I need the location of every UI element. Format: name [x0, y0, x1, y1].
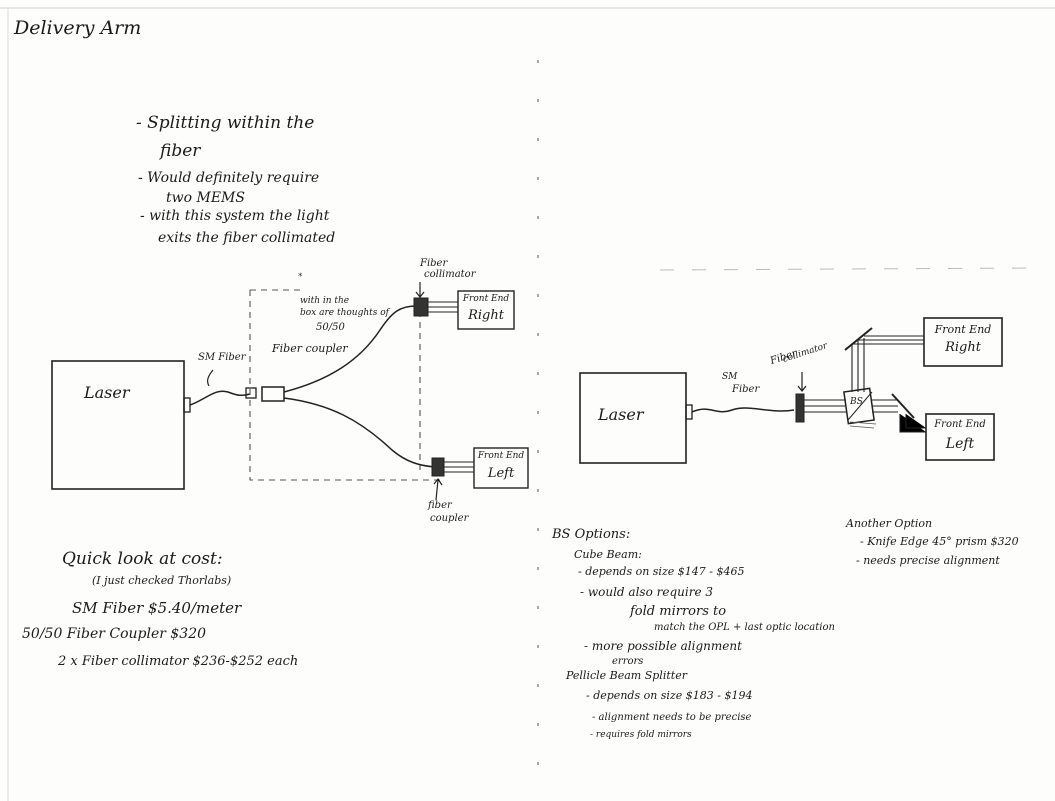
cost-heading: Quick look at cost:	[62, 550, 223, 570]
right-fe-right-line-1: Front End	[924, 324, 1002, 336]
bs-line-9: - depends on size $183 - $194	[586, 690, 752, 703]
note-line-1: - Splitting within the	[136, 114, 314, 134]
stray-mark: *	[298, 272, 303, 282]
right-sm-fiber	[692, 408, 794, 412]
cost-item-3: 2 x Fiber collimator $236-$252 each	[58, 655, 298, 670]
left-fe-right-line-2: Right	[458, 309, 514, 323]
collimator-label-1: Fiber	[420, 258, 447, 270]
bs-label: BS	[850, 397, 863, 407]
right-laser-aperture	[686, 405, 692, 419]
right-fe-left-line-1: Front End	[926, 420, 994, 431]
left-laser-label: Laser	[84, 384, 130, 402]
fiber-coupler-label: Fiber coupler	[272, 343, 348, 356]
lower-beam-lines	[444, 462, 474, 472]
bs-line-7: errors	[612, 656, 643, 668]
right-laser-label: Laser	[598, 406, 644, 424]
bs-line-3: - would also require 3	[580, 586, 713, 600]
left-fe-left-line-1: Front End	[474, 452, 528, 461]
beam-to-right-box	[852, 336, 924, 344]
right-collimator	[796, 394, 804, 422]
another-option-line-2: - needs precise alignment	[856, 555, 1000, 568]
note-line-2: fiber	[160, 142, 200, 162]
beam-to-bs	[804, 400, 846, 412]
another-option-line-1: - Knife Edge 45° prism $320	[860, 536, 1019, 549]
left-fe-left-line-2: Left	[474, 467, 528, 481]
beam-up	[852, 338, 864, 392]
right-fe-left-line-2: Left	[926, 437, 994, 452]
box-note-line-2: box are thoughts of	[300, 308, 389, 318]
left-sm-fiber	[190, 391, 250, 405]
fiber-coupler-bottom-2: coupler	[430, 513, 468, 525]
collimator-arrow	[416, 282, 424, 297]
bs-line-5: match the OPL + last optic location	[654, 622, 835, 634]
right-fe-right-line-2: Right	[924, 341, 1002, 355]
left-lower-fiber	[284, 398, 436, 467]
coupler-dashed-box	[250, 290, 440, 480]
collimator-label-2: collimator	[424, 269, 475, 281]
left-laser-box	[52, 361, 184, 489]
bs-line-4: fold mirrors to	[630, 605, 726, 620]
bs-line-1: Cube Beam:	[574, 549, 642, 562]
cost-item-1: SM Fiber $5.40/meter	[72, 600, 241, 617]
note-line-4: two MEMS	[166, 190, 245, 206]
box-note-line-3: 50/50	[316, 322, 345, 334]
upper-beam-lines	[428, 302, 458, 312]
sm-fiber-pointer	[208, 370, 213, 386]
fiber-coupler-bottom-1: fiber	[428, 500, 452, 512]
cost-item-2: 50/50 Fiber Coupler $320	[22, 626, 206, 642]
bs-line-10: - alignment needs to be precise	[592, 712, 751, 724]
beam-right	[872, 400, 898, 412]
note-line-6: exits the fiber collimated	[158, 230, 335, 246]
bs-line-2: - depends on size $147 - $465	[578, 566, 744, 579]
bs-line-8: Pellicle Beam Splitter	[566, 670, 687, 683]
left-laser-aperture	[184, 398, 190, 412]
bs-options-heading: BS Options:	[552, 528, 630, 543]
cost-subheading: (I just checked Thorlabs)	[92, 575, 231, 588]
right-sm-label-1: SM	[722, 372, 737, 382]
coupler-connector	[246, 388, 256, 398]
bs-line-11: - requires fold mirrors	[590, 730, 692, 740]
box-note-line-1: with in the	[300, 296, 349, 306]
another-option-heading: Another Option	[846, 518, 932, 531]
lower-collimator	[432, 458, 444, 476]
right-sm-label-2: Fiber	[732, 384, 759, 396]
faint-dash	[660, 268, 1030, 270]
left-fe-right-line-1: Front End	[458, 295, 514, 304]
left-sm-fiber-label: SM Fiber	[198, 352, 246, 364]
note-line-5: - with this system the light	[140, 208, 329, 224]
collimator-pointer	[798, 372, 806, 391]
note-line-3: - Would definitely require	[138, 170, 319, 186]
bs-line-6: - more possible alignment	[584, 640, 742, 654]
upper-collimator	[414, 298, 428, 316]
fiber-coupler-body	[262, 387, 284, 401]
lower-coupler-arrow	[434, 479, 442, 500]
page-title: Delivery Arm	[14, 18, 141, 40]
